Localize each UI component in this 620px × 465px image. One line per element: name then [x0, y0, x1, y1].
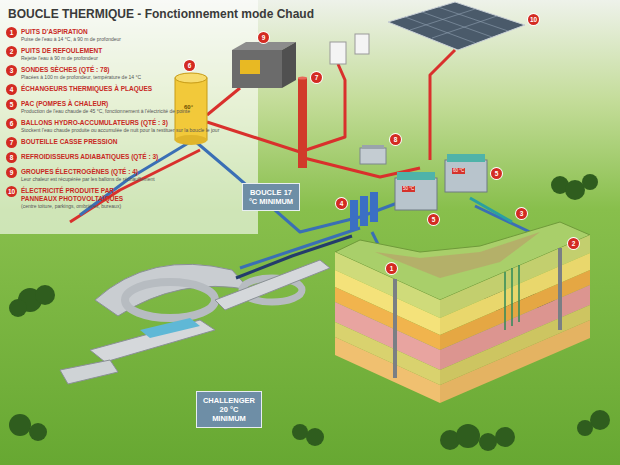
key-text: SONDES SÈCHES (QTÉ : 78)Placées à 100 m …	[21, 65, 141, 80]
box-label: CHALLENGER 20 °C MINIMUM	[202, 396, 256, 423]
key-text: REFROIDISSEURS ADIABATIQUES (QTÉ : 3)	[21, 152, 158, 161]
key-row: 10 ÉLECTRICITÉ PRODUITE PAR PANNEAUX PHOT…	[6, 186, 251, 209]
callout-number: 4	[336, 198, 347, 209]
key-text: PUITS D'ASPIRATIONPuise de l'eau à 14 °C…	[21, 27, 121, 42]
callout-number: 1	[6, 27, 17, 38]
tank-temperature: 60°	[184, 104, 193, 110]
key-list: 1 PUITS D'ASPIRATIONPuise de l'eau à 14 °…	[6, 27, 251, 213]
callout-number: 3	[516, 208, 527, 219]
key-row: 6 BALLONS HYDRO-ACCUMULATEURS (QTÉ : 3)St…	[6, 118, 251, 133]
key-row: 8 REFROIDISSEURS ADIABATIQUES (QTÉ : 3)	[6, 152, 251, 163]
callout-number: 6	[6, 118, 17, 129]
key-heading: PUITS D'ASPIRATION	[21, 28, 121, 36]
callout-number: 8	[390, 134, 401, 145]
key-text: GROUPES ÉLECTROGÈNES (QTÉ : 4)Leur chale…	[21, 167, 155, 182]
diagram-title: BOUCLE THERMIQUE - Fonctionnement mode C…	[8, 7, 314, 21]
key-row: 7 BOUTEILLE CASSE PRESSION	[6, 137, 251, 148]
unit-display: 50 °C	[402, 186, 415, 192]
callout-number: 1	[386, 263, 397, 274]
key-row: 2 PUITS DE REFOULEMENTRejette l'eau à 90 …	[6, 46, 251, 61]
callout-number: 5	[491, 168, 502, 179]
unit-display: 60 °C	[452, 168, 465, 174]
callout-number: 9	[258, 32, 269, 43]
key-row: 1 PUITS D'ASPIRATIONPuise de l'eau à 14 °…	[6, 27, 251, 42]
key-heading: ÉLECTRICITÉ PRODUITE PAR PANNEAUX PHOTOV…	[21, 187, 151, 203]
key-row: 3 SONDES SÈCHES (QTÉ : 78)Placées à 100 m…	[6, 65, 251, 80]
key-heading: REFROIDISSEURS ADIABATIQUES (QTÉ : 3)	[21, 153, 158, 161]
key-note: Placées à 100 m de profondeur, températu…	[21, 74, 141, 80]
callout-number: 3	[6, 65, 17, 76]
temperature-box: CHALLENGER 20 °C MINIMUM	[196, 391, 262, 428]
key-heading: BALLONS HYDRO-ACCUMULATEURS (QTÉ : 3)	[21, 119, 219, 127]
key-note: Puise de l'eau à 14 °C, à 90 m de profon…	[21, 36, 121, 42]
callout-number: 10	[6, 186, 17, 197]
key-note: (centre toiture, parkings, ombrières, bu…	[21, 203, 151, 209]
key-text: BOUTEILLE CASSE PRESSION	[21, 137, 117, 146]
key-heading: SONDES SÈCHES (QTÉ : 78)	[21, 66, 141, 74]
key-heading: ÉCHANGEURS THERMIQUES À PLAQUES	[21, 85, 152, 93]
key-note: Stockent l'eau chaude produite ou accumu…	[21, 127, 219, 133]
key-text: PUITS DE REFOULEMENTRejette l'eau à 90 m…	[21, 46, 102, 61]
key-text: ÉCHANGEURS THERMIQUES À PLAQUES	[21, 84, 152, 93]
key-row: 4 ÉCHANGEURS THERMIQUES À PLAQUES	[6, 84, 251, 95]
key-note: Leur chaleur est récupérée par les ballo…	[21, 176, 155, 182]
callout-number: 2	[6, 46, 17, 57]
key-heading: BOUTEILLE CASSE PRESSION	[21, 138, 117, 146]
temperature-box: BOUCLE 17 °C MINIMUM	[242, 183, 300, 211]
key-note: Rejette l'eau à 90 m de profondeur	[21, 55, 102, 61]
key-row: 5 PAC (POMPES À CHALEUR)Production de l'e…	[6, 99, 251, 114]
key-heading: GROUPES ÉLECTROGÈNES (QTÉ : 4)	[21, 168, 155, 176]
callout-number: 4	[6, 84, 17, 95]
callout-number: 7	[6, 137, 17, 148]
callout-number: 2	[568, 238, 579, 249]
callout-number: 7	[311, 72, 322, 83]
key-row: 9 GROUPES ÉLECTROGÈNES (QTÉ : 4)Leur chal…	[6, 167, 251, 182]
callout-number: 6	[184, 60, 195, 71]
key-text: PAC (POMPES À CHALEUR)Production de l'ea…	[21, 99, 190, 114]
callout-number: 5	[428, 214, 439, 225]
key-heading: PAC (POMPES À CHALEUR)	[21, 100, 190, 108]
key-text: BALLONS HYDRO-ACCUMULATEURS (QTÉ : 3)Sto…	[21, 118, 219, 133]
key-text: ÉLECTRICITÉ PRODUITE PAR PANNEAUX PHOTOV…	[21, 186, 151, 209]
callout-number: 5	[6, 99, 17, 110]
callout-number: 8	[6, 152, 17, 163]
key-heading: PUITS DE REFOULEMENT	[21, 47, 102, 55]
box-label: BOUCLE 17 °C MINIMUM	[248, 188, 294, 206]
callout-number: 9	[6, 167, 17, 178]
callout-number: 10	[528, 14, 539, 25]
key-note: Production de l'eau chaude de 45 °C, fon…	[21, 108, 190, 114]
